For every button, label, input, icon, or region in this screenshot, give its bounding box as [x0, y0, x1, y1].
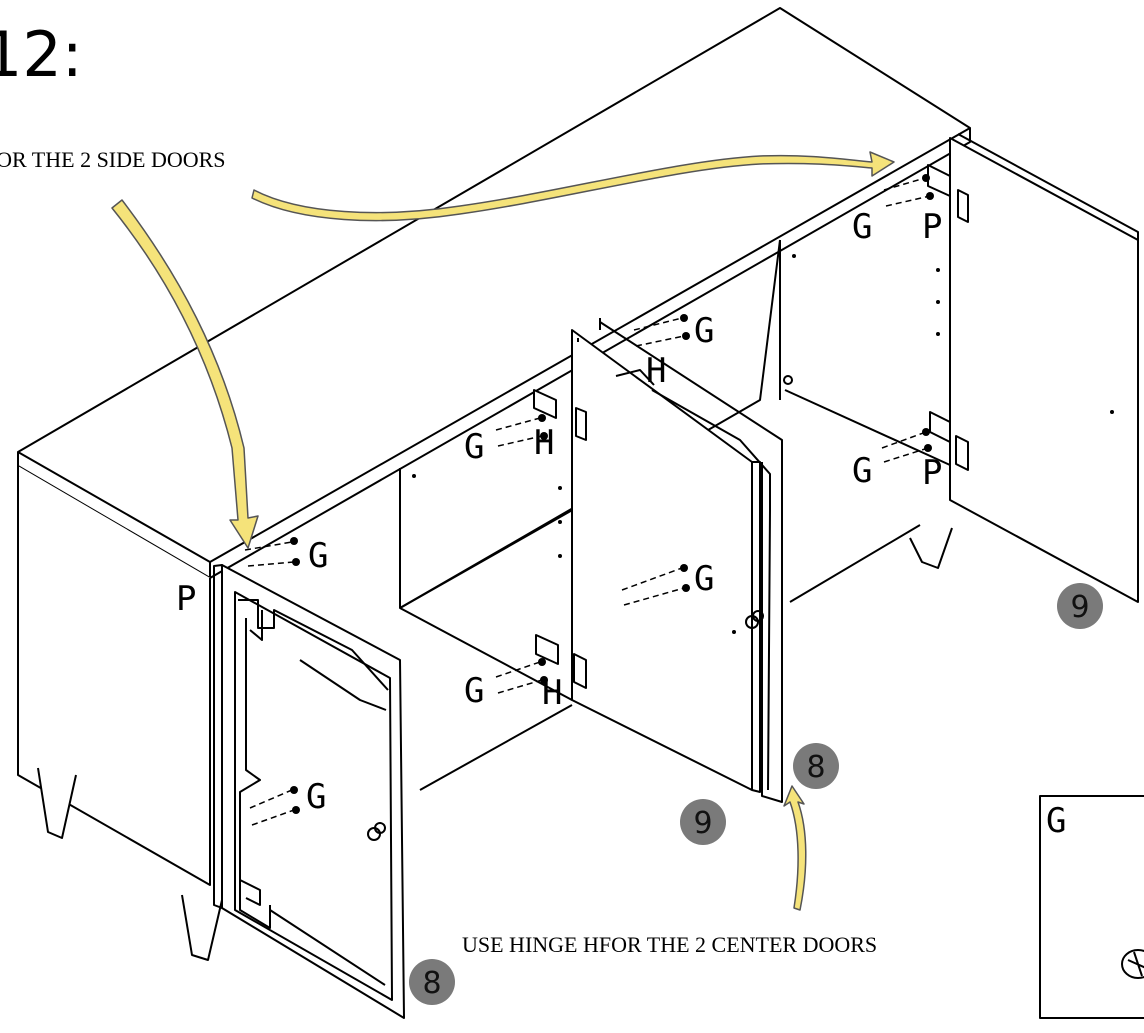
- caption-side-doors: USE HINGE P FOR THE 2 SIDE DOORS: [0, 147, 226, 172]
- inset-label: G: [1046, 801, 1066, 841]
- arrow-side-left: [111, 199, 259, 549]
- label-p: P: [176, 579, 196, 619]
- cabinet-legs: [37, 527, 953, 961]
- label-g: G: [694, 311, 714, 351]
- screw-heads: [290, 174, 934, 814]
- caption-center-doors: USE HINGE HFOR THE 2 CENTER DOORS: [462, 932, 878, 957]
- label-g: G: [694, 559, 714, 599]
- center-left-door: [571, 329, 761, 793]
- label-g: G: [852, 451, 872, 491]
- label-h: H: [542, 673, 562, 713]
- label-p: P: [922, 207, 942, 247]
- door-badges: 8 9 8 9: [409, 583, 1103, 1005]
- label-g: G: [852, 207, 872, 247]
- label-g: G: [306, 777, 326, 817]
- arrow-center-up: [783, 785, 807, 911]
- label-g: G: [464, 427, 484, 467]
- screw-icon: [1121, 949, 1144, 979]
- badge-nine-right-text: 9: [1070, 590, 1089, 625]
- cam-hole: [783, 375, 793, 385]
- badge-nine-center: [680, 799, 726, 845]
- arrow-side-right: [251, 151, 895, 222]
- label-h: H: [646, 351, 666, 391]
- step-title-text: Step 12:: [0, 18, 83, 91]
- right-door: [949, 133, 1139, 603]
- center-right-door: [599, 321, 783, 803]
- badge-eight-center-text: 8: [806, 750, 825, 785]
- part-labels: G P G G H G H G H G G P G P G: [176, 207, 1066, 841]
- door-knobs: [367, 610, 764, 841]
- label-h: H: [534, 423, 554, 463]
- screw-lines: [244, 177, 931, 826]
- arrows: [111, 151, 895, 911]
- hinges: [533, 164, 969, 689]
- cabinet-top: [17, 7, 971, 579]
- inset-box: [1039, 795, 1144, 1019]
- label-g: G: [308, 536, 328, 576]
- shelf-pin-holes: [412, 254, 1114, 634]
- badge-eight-center: [793, 743, 839, 789]
- badge-nine-center-text: 9: [693, 806, 712, 841]
- label-g: G: [464, 671, 484, 711]
- badge-eight-left-text: 8: [422, 966, 441, 1001]
- left-door: [213, 564, 405, 1019]
- badge-nine-right: [1057, 583, 1103, 629]
- label-p: P: [922, 453, 942, 493]
- badge-eight-left: [409, 959, 455, 1005]
